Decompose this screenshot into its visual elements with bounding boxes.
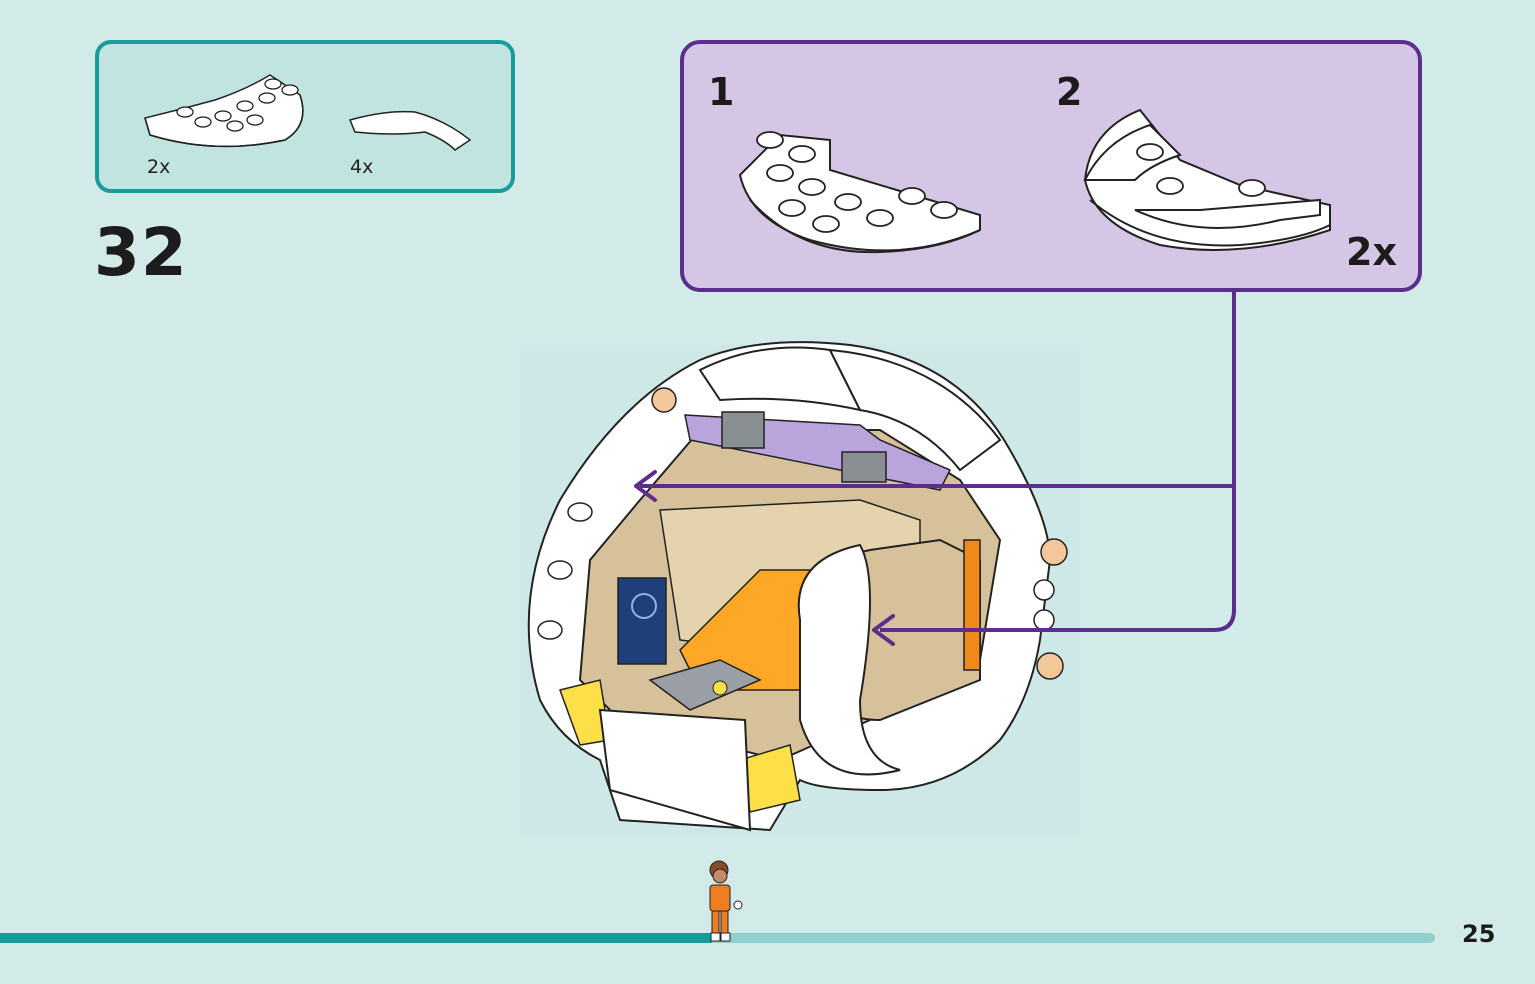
arrow-heads bbox=[634, 470, 895, 646]
minifigure-progress-marker bbox=[709, 860, 743, 942]
step-number: 32 bbox=[94, 214, 188, 291]
sub-step-1-half-plate-icon bbox=[738, 131, 981, 254]
part-2-quantity: 4x bbox=[350, 156, 374, 178]
sub-assembly-multiplier: 2x bbox=[1346, 230, 1397, 274]
sub-assembly-illustration bbox=[738, 108, 1331, 254]
sub-step-1-number: 1 bbox=[708, 70, 735, 114]
sub-assembly-callout: 1 2 2x bbox=[680, 40, 1422, 292]
progress-bar bbox=[0, 933, 1435, 943]
parts-callout: 2x 4x bbox=[95, 40, 515, 193]
curved-tile-icon bbox=[348, 110, 472, 151]
placement-arrows bbox=[640, 292, 1236, 632]
parts-illustration bbox=[144, 74, 472, 151]
half-round-plate-icon bbox=[144, 74, 304, 148]
capsule-model bbox=[527, 341, 1068, 832]
sub-step-2-assembled-icon bbox=[1083, 108, 1331, 251]
page-number: 25 bbox=[1462, 920, 1496, 948]
sub-step-2-number: 2 bbox=[1056, 70, 1083, 114]
part-1-quantity: 2x bbox=[147, 156, 171, 178]
